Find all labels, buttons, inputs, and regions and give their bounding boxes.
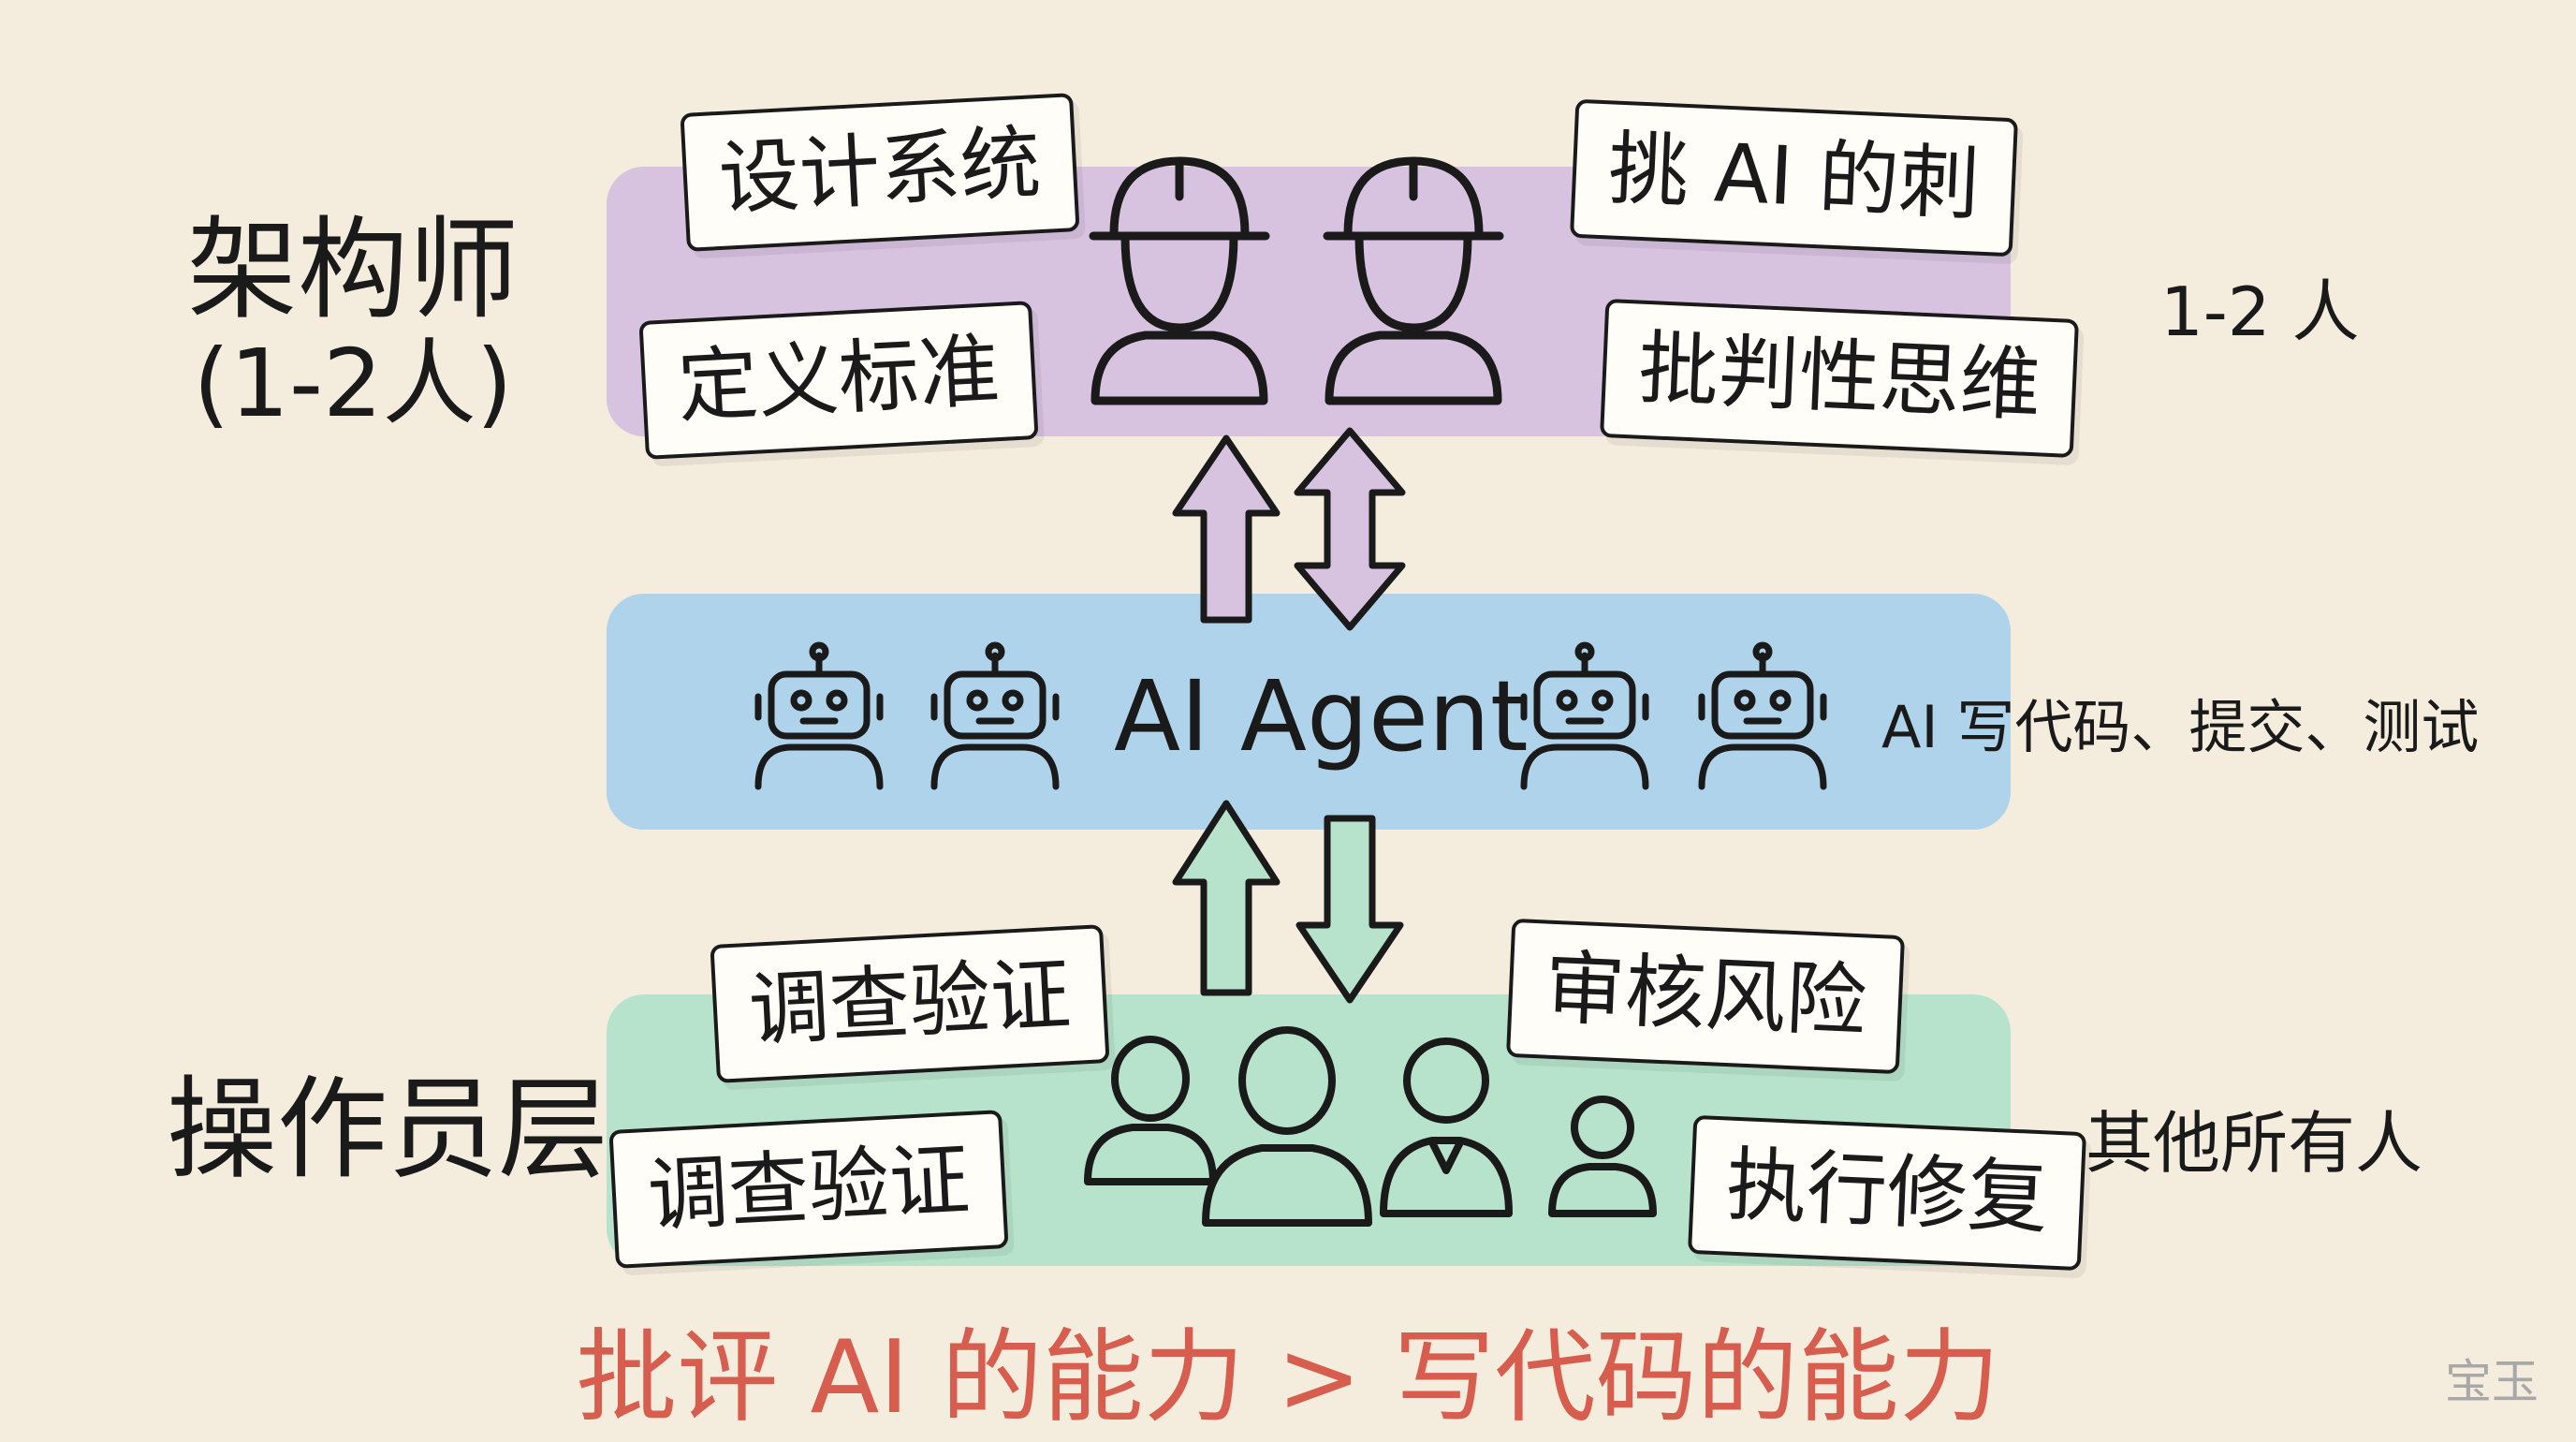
tag-review-risk: 审核风险: [1505, 918, 1906, 1075]
robot-icon: [1698, 641, 1827, 790]
tag-nitpick-ai: 挑 AI 的刺: [1569, 98, 2018, 258]
tag-investigate-verify-2: 调查验证: [608, 1110, 1009, 1269]
robot-icon: [930, 641, 1060, 790]
hard-hat-person-icon: [1089, 156, 1270, 405]
agent-note: AI 写代码、提交、测试: [1881, 693, 2480, 761]
agent-title: AI Agent: [1114, 659, 1529, 773]
tag-define-standards: 定义标准: [638, 301, 1039, 460]
arrow-up-icon: [1172, 434, 1281, 624]
person-icon: [1548, 1096, 1657, 1217]
person-icon: [1084, 1036, 1217, 1185]
footer-conclusion: 批评 AI 的能力 > 写代码的能力: [576, 1319, 2000, 1436]
operator-title: 操作员层: [167, 1065, 609, 1194]
person-icon: [1380, 1037, 1513, 1217]
tag-investigate-verify-1: 调查验证: [710, 924, 1110, 1083]
tag-critical-thinking: 批判性思维: [1600, 299, 2079, 458]
robot-icon: [754, 641, 884, 790]
arrow-up-icon: [1172, 800, 1281, 996]
architect-subtitle: (1-2人): [193, 329, 513, 439]
architect-title: 架构师: [187, 205, 520, 334]
architect-count-note: 1-2 人: [2160, 272, 2360, 351]
architect-title-block: 架构师 (1-2人): [187, 208, 519, 436]
arrow-down-icon: [1295, 815, 1404, 1004]
operator-note: 其他所有人: [2086, 1104, 2423, 1183]
watermark: 宝玉: [2445, 1355, 2539, 1409]
person-icon: [1202, 1026, 1372, 1227]
tag-execute-fix: 执行修复: [1687, 1114, 2087, 1272]
robot-icon: [1520, 641, 1649, 790]
tag-design-system: 设计系统: [680, 93, 1080, 252]
double-arrow-icon: [1294, 427, 1406, 631]
agent-band: [607, 594, 2011, 830]
hard-hat-person-icon: [1323, 156, 1504, 405]
